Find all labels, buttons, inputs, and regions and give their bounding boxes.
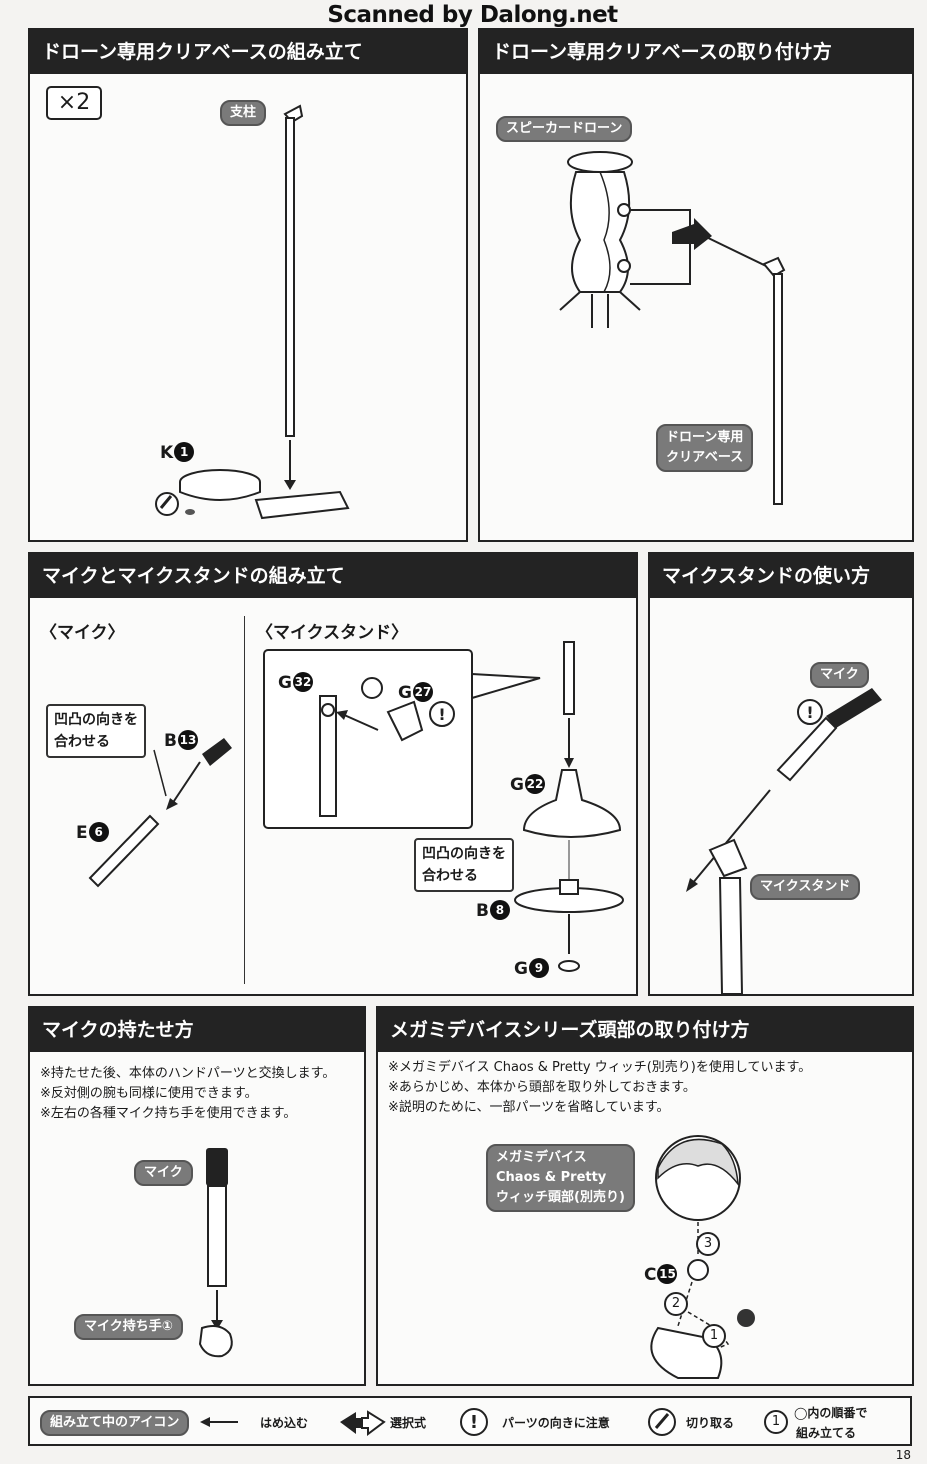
note-align-stand: 凹凸の向きを 合わせる — [414, 838, 514, 892]
panel-head-attach: メガミデバイスシリーズ頭部の取り付け方 ※メガミデバイス Chaos & Pre… — [376, 1006, 914, 1386]
choice-arrow-icon — [340, 1410, 386, 1436]
instruction-line-2: ※反対側の腕も同様に使用できます。 — [40, 1086, 258, 1101]
panel-title: マイクの持たせ方 — [30, 1008, 364, 1052]
panel-title: マイクとマイクスタンドの組み立て — [30, 554, 636, 598]
panel-mic-holding: マイクの持たせ方 ※持たせた後、本体のハンドパーツと交換します。 ※反対側の腕も… — [28, 1006, 366, 1386]
cut-icon — [648, 1408, 676, 1436]
insert-arrow-icon — [200, 1417, 238, 1427]
caution-icon: ! — [460, 1408, 488, 1436]
tag-witch-head: メガミデバイス Chaos & Pretty ウィッチ頭部(別売り) — [486, 1144, 635, 1212]
step-3-icon: 3 — [696, 1232, 720, 1256]
panel-title: ドローン専用クリアベースの組み立て — [30, 30, 466, 74]
mic-parts-illustration: ! — [88, 641, 624, 972]
legend-title: 組み立て中のアイコン — [40, 1410, 190, 1436]
tag-mic-hand: マイク持ち手① — [74, 1314, 183, 1340]
panel-stand-usage: マイクスタンドの使い方 マイク ! マイクスタンド — [648, 552, 914, 996]
tag-pillar: 支柱 — [220, 100, 267, 126]
subhead-mic-stand: 〈マイクスタンド〉 — [256, 623, 409, 643]
legend-order-line-2: 組み立てる — [796, 1426, 857, 1440]
mic-holding-illustration — [198, 1148, 233, 1358]
panel-title: マイクスタンドの使い方 — [650, 554, 912, 598]
step-2-icon: 2 — [664, 1292, 688, 1316]
page-number: 18 — [895, 1448, 911, 1462]
head-attach-illustration — [650, 1135, 755, 1379]
stand-usage-illustration: ! — [686, 688, 882, 995]
scan-credit: Scanned by Dalong.net — [327, 2, 618, 28]
divider — [244, 616, 245, 984]
pillar-illustration — [155, 104, 350, 520]
tag-drone-clear-base: ドローン専用 クリアベース — [656, 424, 754, 472]
instruction-line-1: ※持たせた後、本体のハンドパーツと交換します。 — [40, 1066, 336, 1081]
note-align-mic: 凹凸の向きを 合わせる — [46, 704, 146, 758]
instruction-line-1: ※メガミデバイス Chaos & Pretty ウィッチ(別売り)を使用していま… — [388, 1060, 812, 1075]
instruction-line-3: ※左右の各種マイク持ち手を使用できます。 — [40, 1106, 297, 1121]
tag-mic-stand: マイクスタンド — [750, 874, 861, 900]
tag-speaker-drone: スピーカードローン — [496, 116, 633, 142]
panel-mic-assembly: マイクとマイクスタンドの組み立て 〈マイク〉 〈マイクスタンド〉 凹凸の向きを … — [28, 552, 638, 996]
step-1-icon: 1 — [702, 1324, 726, 1348]
legend-order-line-1: ◯内の順番で — [794, 1406, 868, 1420]
quantity-badge: ×2 — [46, 86, 102, 120]
order-step-icon: 1 — [764, 1410, 788, 1434]
panel-title: メガミデバイスシリーズ頭部の取り付け方 — [378, 1008, 912, 1052]
assembly-icon-legend: 組み立て中のアイコン はめ込む 選択式 ! パーツの向きに注意 切り取る 1 ◯… — [28, 1396, 912, 1446]
tag-mic: マイク — [810, 662, 869, 688]
instruction-line-2: ※あらかじめ、本体から頭部を取り外しておきます。 — [388, 1080, 696, 1095]
svg-text:!: ! — [806, 703, 813, 722]
subhead-mic: 〈マイク〉 — [40, 623, 125, 643]
legend-caution: パーツの向きに注意 — [502, 1416, 610, 1430]
instruction-line-3: ※説明のために、一部パーツを省略しています。 — [388, 1100, 670, 1115]
svg-text:!: ! — [438, 705, 445, 724]
panel-title: ドローン専用クリアベースの取り付け方 — [480, 30, 912, 74]
tag-mic: マイク — [134, 1160, 193, 1186]
panel-base-attach: ドローン専用クリアベースの取り付け方 スピーカードローン ドローン専用 クリアベ… — [478, 28, 914, 542]
svg-text:!: ! — [470, 1412, 478, 1433]
legend-cut: 切り取る — [686, 1416, 735, 1430]
legend-insert: はめ込む — [260, 1416, 309, 1430]
legend-choice: 選択式 — [390, 1416, 427, 1430]
drone-illustration — [559, 151, 786, 505]
